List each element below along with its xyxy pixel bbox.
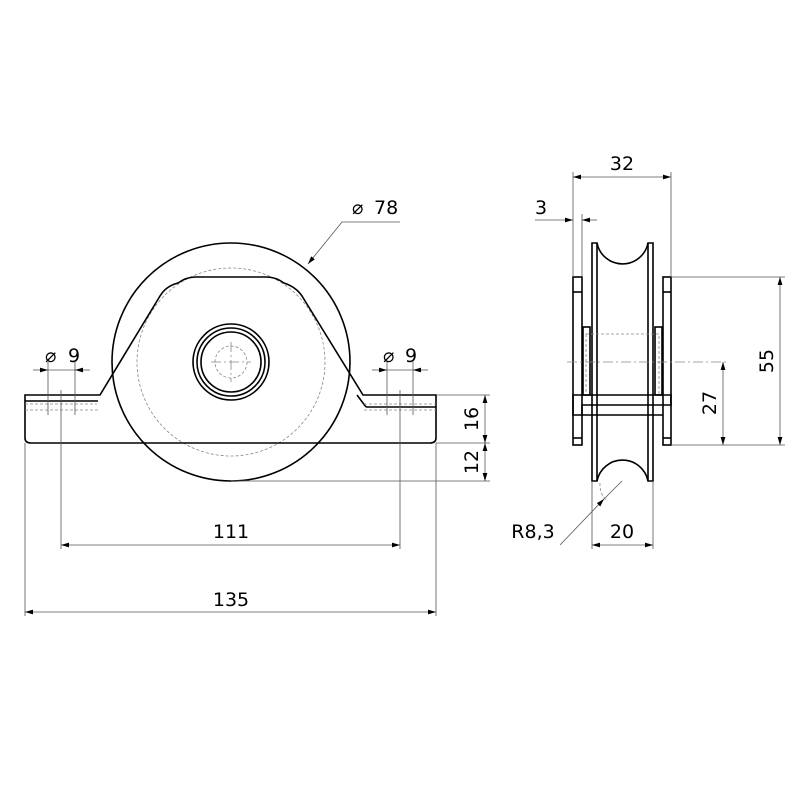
groove-hidden-arc: [599, 482, 607, 501]
plate-thickness-label: 3: [535, 197, 547, 219]
bushing-right: [654, 326, 663, 396]
wheel-diameter-symbol: ⌀: [352, 197, 363, 219]
wheel-diameter-leader: [307, 221, 400, 265]
hole-left-diameter-symbol: ⌀: [45, 345, 56, 367]
hub-ring: [196, 327, 266, 397]
bracket-height-label: 55: [756, 349, 778, 373]
front-view: ⌀ 78 ⌀ 9 ⌀ 9 16 12 111 135: [24, 197, 490, 616]
bushing-left: [582, 326, 591, 396]
wheel-diameter-label: 78: [374, 197, 398, 219]
bracket-plate-right: [662, 276, 672, 446]
hole-right-diameter-symbol: ⌀: [383, 345, 394, 367]
wheel-below-plate-label: 12: [461, 450, 483, 474]
wheel-width-label: 20: [610, 521, 634, 543]
groove-radius-leader: [559, 498, 605, 546]
bracket-plate-left: [572, 276, 583, 446]
bearing-ring: [200, 331, 262, 393]
groove-radius-label: R8,3: [511, 521, 554, 543]
hole-right-diameter-label: 9: [405, 345, 417, 367]
axle-height-label: 27: [699, 391, 721, 415]
side-view: 32 3 55 27 20 R8,3: [511, 153, 785, 549]
bracket-outline: [24, 276, 437, 444]
hole-left-diameter-label: 9: [68, 345, 80, 367]
bracket-base: [572, 394, 672, 416]
hidden-wheel-circle: [136, 267, 326, 457]
bracket-bend-right: [356, 394, 367, 408]
hub-outer: [192, 323, 270, 401]
plate-height-label: 16: [461, 407, 483, 431]
hole-spacing-label: 111: [213, 521, 249, 543]
overall-width-label: 32: [610, 153, 634, 175]
overall-length-label: 135: [213, 589, 249, 611]
